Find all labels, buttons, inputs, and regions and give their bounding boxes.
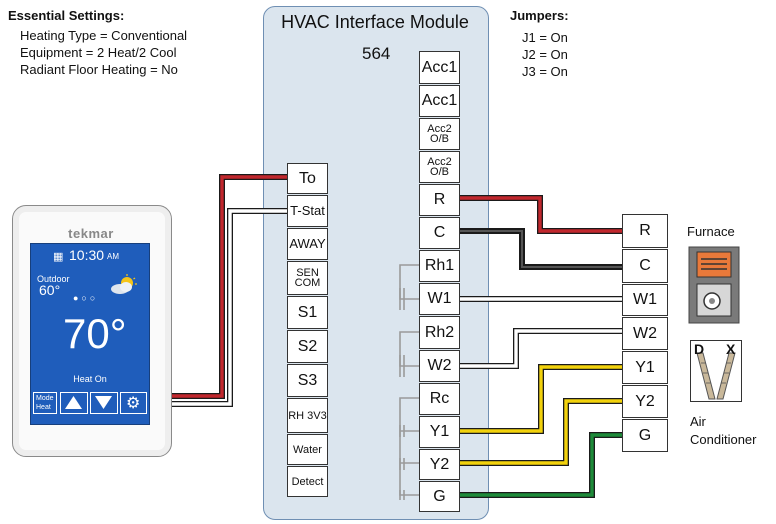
up-button[interactable] (60, 392, 88, 414)
terminal-to: To (287, 163, 328, 194)
jumper-j2: J2 = On (522, 47, 568, 62)
wire-y2-yellow (459, 398, 622, 466)
setting-radiant-floor: Radiant Floor Heating = No (20, 62, 178, 77)
essential-settings: Essential Settings: Heating Type = Conve… (8, 8, 187, 78)
ac-label-line1: Air (690, 414, 706, 429)
terminal-c: C (419, 217, 460, 249)
ac-coil-graphic (696, 352, 736, 400)
jumper-j3: J3 = On (522, 64, 568, 79)
mode-button-value: Heat (36, 404, 51, 411)
terminal-rh1: Rh1 (419, 250, 460, 282)
terminal-sen-com: SEN COM (287, 261, 328, 295)
terminal-w1: W1 (419, 283, 460, 315)
terminal-detect: Detect (287, 466, 328, 497)
equip-terminal-g: G (622, 419, 668, 452)
partly-cloudy-icon (111, 274, 137, 294)
up-arrow-icon (65, 396, 82, 409)
setting-equipment: Equipment = 2 Heat/2 Cool (20, 45, 177, 60)
heat-status: Heat On (73, 374, 107, 384)
terminal-water: Water (287, 434, 328, 465)
wire-y1-yellow (459, 364, 622, 434)
wire-w2-white (459, 328, 622, 369)
terminal-acc1-b: Acc1 (419, 85, 460, 117)
terminal-w2: W2 (419, 350, 460, 382)
mode-button-label: Mode (36, 395, 54, 402)
terminal-t-stat: T-Stat (287, 195, 328, 227)
equip-terminal-y1: Y1 (622, 351, 668, 384)
settings-button[interactable]: ⚙ (120, 392, 147, 414)
essential-settings-heading: Essential Settings: (8, 8, 125, 23)
thermostat-brand: tekmar (68, 226, 114, 241)
terminal-away: AWAY (287, 228, 328, 260)
wire-c-black (459, 228, 622, 270)
wire-g-green (459, 432, 622, 498)
down-arrow-icon (95, 396, 112, 409)
air-conditioner-icon: D X (690, 340, 742, 402)
terminal-g: G (419, 481, 460, 512)
wire-r-red (459, 195, 622, 234)
terminal-s2: S2 (287, 330, 328, 363)
equip-terminal-c: C (622, 249, 668, 283)
setpoint-display: 70° (63, 310, 127, 357)
jumpers: Jumpers: J1 = On J2 = On J3 = On (510, 8, 569, 80)
jumper-j1: J1 = On (522, 30, 568, 45)
terminal-rc: Rc (419, 383, 460, 415)
terminal-acc2-ob-b: Acc2 O/B (419, 151, 460, 183)
terminal-y1: Y1 (419, 416, 460, 448)
down-button[interactable] (90, 392, 118, 414)
gear-icon: ⚙ (126, 395, 141, 412)
jumpers-heading: Jumpers: (510, 8, 569, 23)
ac-badge-right: X (726, 341, 736, 357)
thermostat-screen: ▦ 10:30 AM Outdoor 60° ●○○ 70° Heat On M… (30, 243, 150, 425)
terminal-acc1-a: Acc1 (419, 51, 460, 84)
terminal-s3: S3 (287, 364, 328, 397)
page-dots: ●○○ (73, 293, 99, 303)
equip-terminal-w2: W2 (622, 317, 668, 350)
furnace-label: Furnace (687, 224, 735, 239)
mode-button[interactable]: Mode Heat (33, 392, 57, 414)
wire-tstat-white (170, 208, 288, 407)
equip-terminal-w1: W1 (622, 284, 668, 316)
outdoor-label: Outdoor (37, 274, 70, 284)
terminal-y2: Y2 (419, 449, 460, 480)
ac-badge-left: D (694, 341, 705, 357)
equip-terminal-r: R (622, 214, 668, 248)
jumper-links (399, 264, 419, 500)
outdoor-temp: 60° (39, 282, 61, 298)
calendar-icon: ▦ (53, 251, 64, 263)
time-display: 10:30 (69, 247, 105, 263)
equip-terminal-y2: Y2 (622, 385, 668, 418)
terminal-acc2-ob-a: Acc2 O/B (419, 118, 460, 150)
terminal-rh2: Rh2 (419, 316, 460, 349)
terminal-s1: S1 (287, 296, 328, 329)
ac-label-line2: Conditioner (690, 432, 757, 447)
terminal-rh-3v3: RH 3V3 (287, 398, 328, 433)
module-title: HVAC Interface Module (281, 12, 469, 32)
furnace-icon (688, 246, 740, 324)
setting-heating-type: Heating Type = Conventional (20, 28, 188, 43)
time-ampm: AM (107, 252, 119, 261)
terminal-r: R (419, 184, 460, 216)
wire-to-red (170, 174, 288, 399)
module-number: 564 (362, 44, 391, 63)
